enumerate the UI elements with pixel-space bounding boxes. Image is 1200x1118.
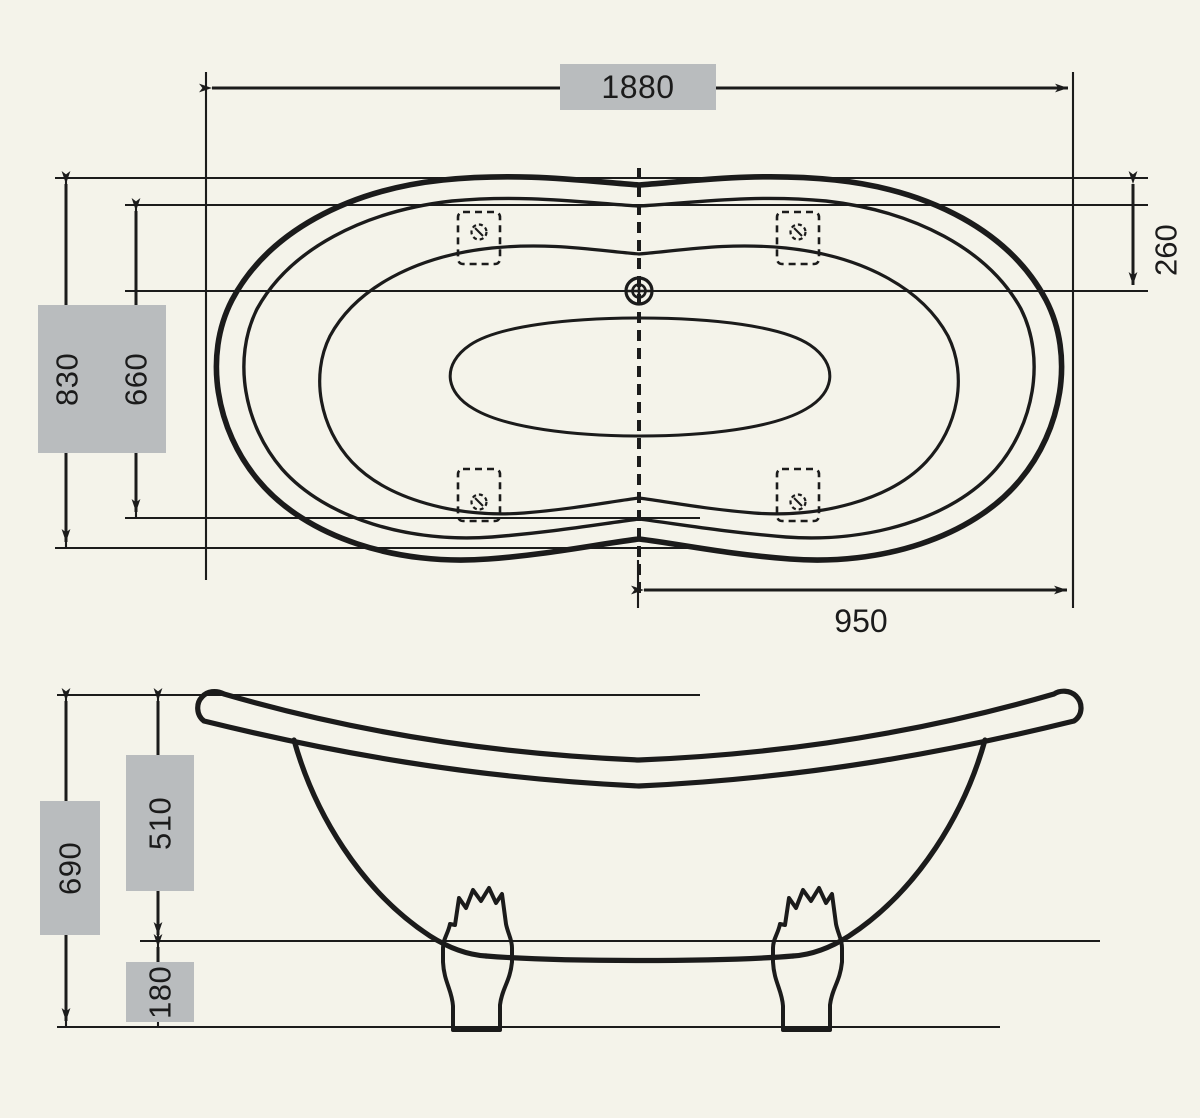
dimension-label-690: 690 (40, 801, 100, 935)
front-elevation (57, 688, 1100, 1032)
tub-rolled-rim (195, 688, 1084, 789)
foot-mounting-point (456, 210, 821, 523)
tub-rim-inner-edge (242, 196, 1036, 540)
drain-center-mark (624, 276, 654, 306)
tub-bottom-pan (448, 316, 832, 438)
dimension-label-plate-width (38, 305, 166, 453)
tub-basin-contour (318, 244, 960, 516)
dimension-label-1880: 1880 (560, 64, 716, 110)
dimension-label-950: 950 (834, 603, 888, 639)
side-view-extension-lines (57, 693, 1100, 1029)
claw-foot-left (441, 886, 514, 1032)
dimension-label-830: 830 (49, 352, 85, 406)
tub-body-floor (483, 953, 796, 964)
claw-foot-right (771, 886, 844, 1032)
tub-body-left-wall (291, 737, 489, 959)
dimension-label-510: 510 (126, 755, 194, 891)
top-view (55, 72, 1148, 608)
tub-body-right-wall (790, 737, 988, 959)
tub-outer-rim (213, 174, 1065, 563)
dimension-label-660: 660 (118, 352, 154, 406)
dimension-label-260: 260 (1148, 224, 1184, 276)
dimension-label-180: 180 (126, 962, 194, 1022)
